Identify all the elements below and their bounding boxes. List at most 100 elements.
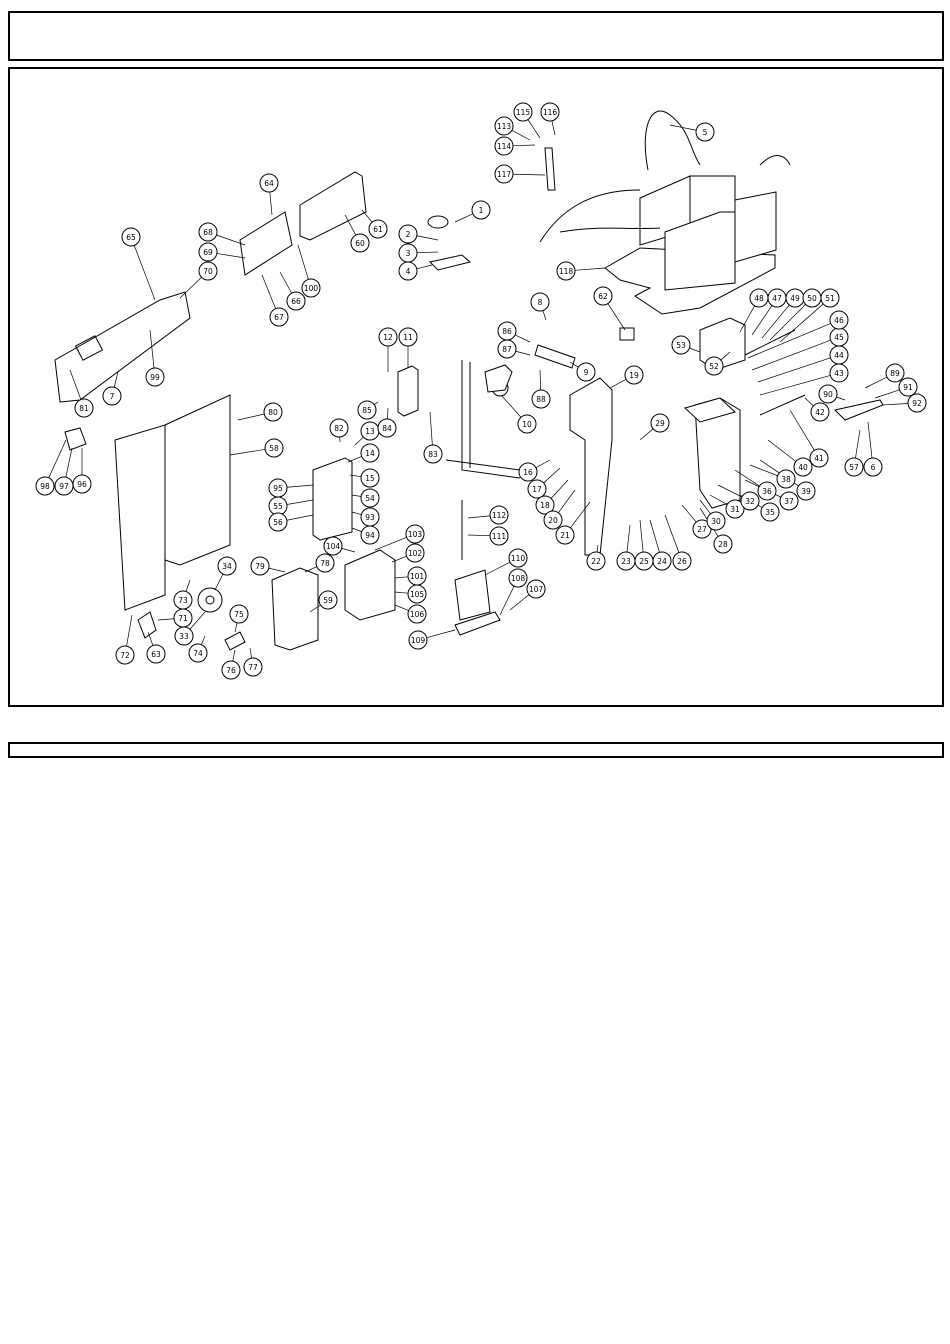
leader-line — [484, 561, 511, 576]
callout-number: 118 — [559, 267, 574, 276]
callout-38: 38 — [776, 469, 796, 489]
callout-number: 109 — [411, 636, 426, 645]
leader-line — [467, 515, 491, 519]
callout-81: 81 — [74, 398, 94, 418]
callout-43: 43 — [829, 363, 849, 383]
callout-number: 77 — [248, 663, 258, 672]
callout-113: 113 — [494, 116, 514, 136]
callout-number: 97 — [59, 482, 69, 491]
callout-66: 66 — [286, 291, 306, 311]
callout-number: 48 — [754, 294, 764, 303]
callout-circle — [329, 418, 349, 438]
callout-leader-lines — [48, 119, 909, 662]
callout-circle — [408, 630, 428, 650]
callout-number: 66 — [291, 297, 301, 306]
callout-number: 67 — [274, 313, 284, 322]
callout-circle — [74, 398, 94, 418]
leader-line — [361, 209, 373, 223]
callout-number: 94 — [365, 531, 375, 540]
callout-circle — [725, 499, 745, 519]
callout-94: 94 — [360, 525, 380, 545]
connector-plug — [64, 427, 87, 451]
callout-number: 69 — [203, 248, 213, 257]
callout-number: 68 — [203, 228, 213, 237]
leader-line — [216, 253, 246, 259]
callout-circle — [407, 604, 427, 624]
callout-circle — [624, 365, 644, 385]
callout-circle — [740, 491, 760, 511]
callout-circle — [286, 291, 306, 311]
callout-15: 15 — [360, 468, 380, 488]
callout-number: 49 — [790, 294, 800, 303]
callout-70: 70 — [198, 261, 218, 281]
pedal-bracket — [569, 377, 613, 556]
callout-circle — [301, 278, 321, 298]
leader-line — [179, 276, 202, 299]
leader-line — [749, 464, 778, 477]
callout-42: 42 — [810, 402, 830, 422]
leader-line — [467, 534, 491, 537]
callout-number: 58 — [269, 444, 279, 453]
callout-number: 2 — [406, 230, 411, 239]
callout-29: 29 — [650, 413, 670, 433]
callout-21: 21 — [555, 525, 575, 545]
callout-circle — [776, 469, 796, 489]
callout-circle — [820, 288, 840, 308]
callout-circle — [398, 224, 418, 244]
callout-number: 101 — [410, 572, 425, 581]
leader-line — [739, 305, 755, 333]
callout-number: 36 — [762, 487, 772, 496]
callout-number: 65 — [126, 233, 136, 242]
callout-circle — [672, 551, 692, 571]
knob — [427, 215, 449, 229]
clamp — [428, 254, 472, 271]
leader-line — [157, 618, 175, 621]
battery-cable — [644, 110, 701, 171]
leader-line — [639, 519, 644, 553]
leader-line — [734, 469, 760, 487]
leader-line — [133, 245, 156, 301]
callout-number: 115 — [516, 108, 531, 117]
callout-28: 28 — [713, 534, 733, 554]
leader-line — [864, 376, 888, 389]
callout-circle — [818, 384, 838, 404]
callout-5: 5 — [695, 122, 715, 142]
callout-circle — [173, 590, 193, 610]
callout-number: 8 — [538, 298, 543, 307]
callout-number: 62 — [598, 292, 608, 301]
callout-circle — [497, 339, 517, 359]
callout-circle — [555, 525, 575, 545]
battery-cable — [539, 189, 641, 243]
callout-circle — [898, 377, 918, 397]
callout-circle — [315, 553, 335, 573]
callout-102: 102 — [405, 543, 425, 563]
callout-number: 117 — [497, 170, 512, 179]
callout-circle — [198, 242, 218, 262]
leader-line — [149, 329, 155, 369]
callout-number: 15 — [365, 474, 375, 483]
callout-83: 83 — [423, 444, 443, 464]
callout-74: 74 — [188, 643, 208, 663]
callout-number: 70 — [203, 267, 213, 276]
callout-circle — [671, 335, 691, 355]
leader-line — [269, 191, 273, 216]
callout-111: 111 — [489, 526, 509, 546]
chassis-plate — [164, 394, 231, 566]
callout-circle — [494, 116, 514, 136]
callout-55: 55 — [268, 496, 288, 516]
callout-number: 18 — [540, 501, 550, 510]
callout-86: 86 — [497, 321, 517, 341]
callout-number: 23 — [621, 557, 631, 566]
callout-number: 46 — [834, 316, 844, 325]
callout-11: 11 — [398, 327, 418, 347]
callout-number: 40 — [798, 463, 808, 472]
callout-circle — [586, 551, 606, 571]
callout-number: 87 — [502, 345, 512, 354]
callout-circle — [885, 363, 905, 383]
callout-number: 102 — [408, 549, 423, 558]
leader-line — [234, 622, 238, 633]
leader-line — [699, 499, 711, 515]
leader-line — [881, 403, 909, 406]
leader-line — [429, 411, 433, 446]
